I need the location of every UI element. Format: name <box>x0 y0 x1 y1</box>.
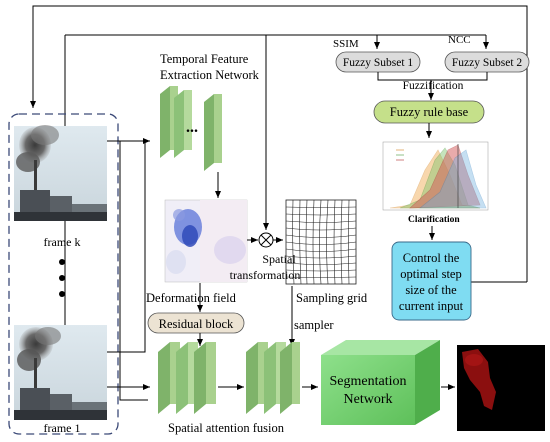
temporal-network: Temporal Feature Extraction Network ... <box>160 52 260 198</box>
fusion-block <box>176 342 188 414</box>
spatial-attention-fusion: Spatial attention fusion <box>158 342 318 435</box>
ellipsis-text: ... <box>186 119 198 136</box>
fuzzification-label: Fuzzification <box>403 80 464 92</box>
fusion-block <box>264 342 276 414</box>
fusion-block <box>194 342 206 414</box>
conv-block <box>204 94 214 171</box>
ellipsis-dot <box>59 275 65 281</box>
sampling-grid <box>285 199 357 285</box>
frame-1-label: frame 1 <box>44 421 81 435</box>
frame-1-image <box>14 325 107 420</box>
segmentation-network: Segmentation Network <box>321 340 455 425</box>
ellipsis-dot <box>59 291 65 297</box>
sampling-grid-label: Sampling grid <box>296 291 368 305</box>
segmentation-output <box>457 345 545 431</box>
temporal-network-title: Extraction Network <box>160 68 260 82</box>
conv-block <box>174 90 184 158</box>
fusion-block <box>246 342 258 414</box>
control-box-label: size of the <box>405 283 457 297</box>
fuzzy-subset-2-label: Fuzzy Subset 2 <box>452 57 523 69</box>
frame-connectors <box>107 138 150 401</box>
spatial-transformation-label: transformation <box>230 268 301 282</box>
control-box-label: current input <box>399 299 464 313</box>
control-box-label: Control the <box>403 251 460 265</box>
control-box-label: optimal step <box>400 267 461 281</box>
spatial-attention-fusion-label: Spatial attention fusion <box>168 421 285 435</box>
frame-group-border <box>8 113 119 435</box>
deformation-field-label: Deformation field <box>146 291 237 305</box>
ssim-label: SSIM <box>333 38 359 50</box>
ncc-label: NCC <box>448 34 471 46</box>
sampler-label: sampler <box>294 318 334 332</box>
deformation-field: Deformation field <box>146 199 258 305</box>
temporal-network-title: Temporal Feature <box>160 52 249 66</box>
residual-block-label: Residual block <box>159 317 234 331</box>
clarification-label: Clarification <box>408 215 460 225</box>
residual-block: Residual block <box>147 283 245 346</box>
fuzzy-branch: SSIM NCC Fuzzy Subset 1 Fuzzy Subset 2 F… <box>333 34 530 321</box>
fuzzy-rule-base-label: Fuzzy rule base <box>390 105 469 119</box>
fusion-block <box>280 342 292 414</box>
spatial-transformation: Spatial transformation <box>230 232 301 282</box>
fuzzy-subset-1-label: Fuzzy Subset 1 <box>343 57 414 69</box>
frame-group: frame k frame 1 <box>8 113 119 435</box>
spatial-transformation-label: Spatial <box>262 252 296 266</box>
fusion-block <box>158 342 170 414</box>
segmentation-network-label: Network <box>344 392 393 407</box>
membership-plot <box>382 141 489 211</box>
frame-k-label: frame k <box>44 235 81 249</box>
conv-block <box>160 86 170 158</box>
segmentation-network-label: Segmentation <box>330 374 407 389</box>
ellipsis-dot <box>59 259 65 265</box>
frame-k-image <box>14 125 107 221</box>
